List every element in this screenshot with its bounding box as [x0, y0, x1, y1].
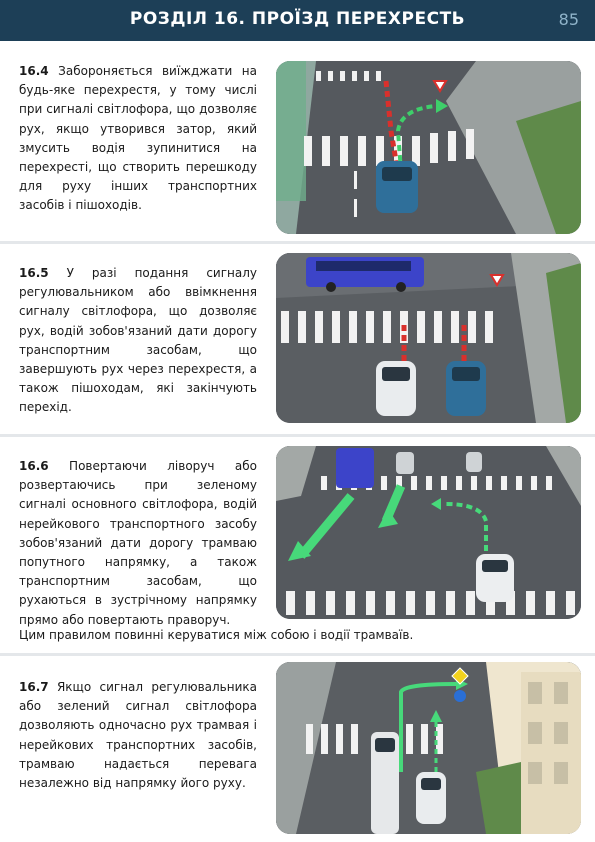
intersection-tram-priority-illustration: [276, 662, 581, 834]
rule-body: Забороняється виїжджати на будь-яке пере…: [19, 64, 257, 213]
rule-body: Повертаючи ліворуч або розвертаючись при…: [19, 459, 257, 627]
rule-body: Якщо сигнал регулювальника або зелений с…: [19, 680, 257, 791]
page-header: РОЗДІЛ 16. ПРОЇЗД ПЕРЕХРЕСТЬ 85: [0, 0, 595, 41]
rule-16-7-text: 16.7 Якщо сигнал регулювальника або зеле…: [19, 678, 257, 793]
intersection-give-way-illustration: [276, 253, 581, 423]
rule-number: 16.5: [19, 266, 49, 280]
intersection-left-turn-tram-illustration: [276, 446, 581, 619]
rule-16-6-extra-note: Цим правилом повинні керуватися між собо…: [19, 628, 414, 642]
rule-16-6-text: 16.6 Повертаючи ліворуч або розвертаючис…: [19, 457, 257, 630]
section-divider: [0, 434, 595, 437]
section-divider: [0, 653, 595, 656]
intersection-traffic-jam-illustration: [276, 61, 581, 234]
rule-16-5-text: 16.5 У разі подання сигналу регулювальни…: [19, 264, 257, 418]
section-divider: [0, 241, 595, 244]
rule-number: 16.4: [19, 64, 49, 78]
rule-number: 16.6: [19, 459, 49, 473]
rule-number: 16.7: [19, 680, 49, 694]
page-number: 85: [558, 10, 579, 29]
rule-body: У разі подання сигналу регулювальником а…: [19, 266, 257, 415]
rule-16-4-text: 16.4 Забороняється виїжджати на будь-яке…: [19, 62, 257, 216]
section-title: РОЗДІЛ 16. ПРОЇЗД ПЕРЕХРЕСТЬ: [129, 9, 466, 29]
